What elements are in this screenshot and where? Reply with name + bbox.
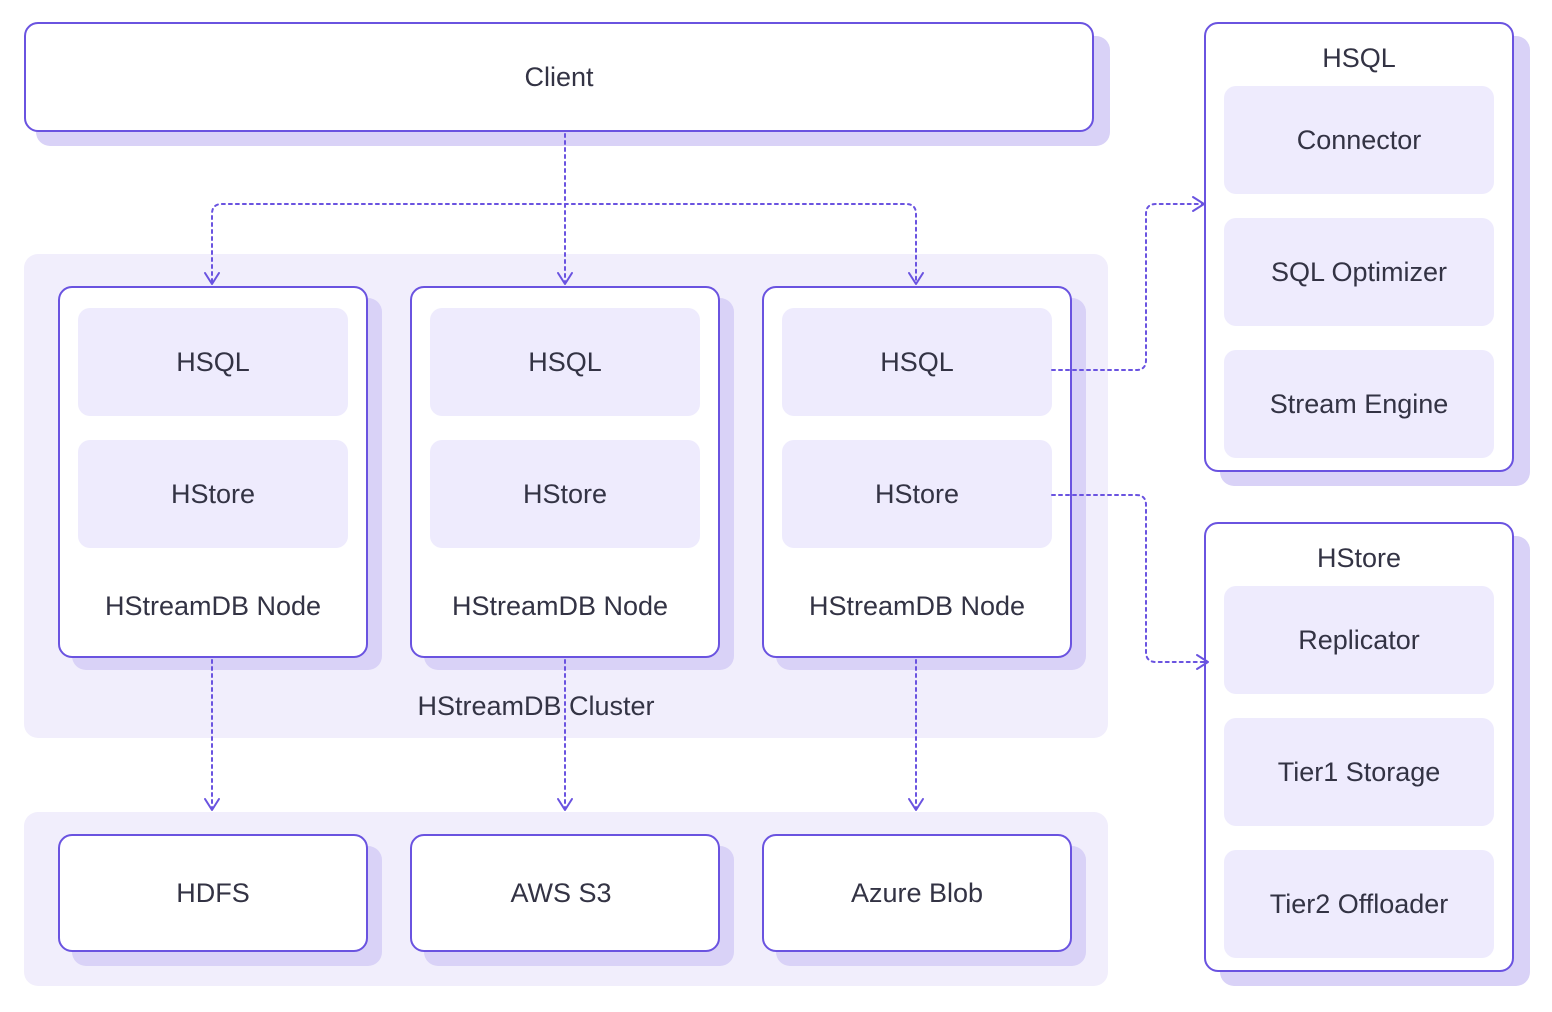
- arrowhead-icon: [204, 798, 220, 811]
- hstreamdb-node-2: HSQL HStore HStreamDB Node: [410, 286, 720, 658]
- arrowhead-icon: [1196, 654, 1209, 670]
- arrowhead-icon: [908, 798, 924, 811]
- hsql-sql-optimizer: SQL Optimizer: [1224, 218, 1494, 326]
- hsql-connector: Connector: [1224, 86, 1494, 194]
- storage-azure-blob: Azure Blob: [762, 834, 1072, 952]
- arrowhead-icon: [557, 798, 573, 811]
- arrowhead-icon: [557, 272, 573, 285]
- node-label: HStreamDB Node: [451, 590, 669, 621]
- hstore-replicator: Replicator: [1224, 586, 1494, 694]
- arrowhead-icon: [204, 272, 220, 285]
- client-label: Client: [524, 61, 594, 92]
- arrowhead-icon: [908, 272, 924, 285]
- hstore-detail-box: HStore Replicator Tier1 Storage Tier2 Of…: [1204, 522, 1514, 972]
- node-hsql-module: HSQL: [430, 308, 700, 416]
- arrowhead-icon: [1192, 196, 1205, 212]
- hstore-tier2-offloader: Tier2 Offloader: [1224, 850, 1494, 958]
- storage-aws-s3: AWS S3: [410, 834, 720, 952]
- node-hstore-module: HStore: [78, 440, 348, 548]
- node-hstore-module: HStore: [782, 440, 1052, 548]
- hsql-to-detail-line: [1051, 203, 1203, 371]
- hstreamdb-node-1: HSQL HStore HStreamDB Node: [58, 286, 368, 658]
- hstreamdb-node-3: HSQL HStore HStreamDB Node: [762, 286, 1072, 658]
- node-label: HStreamDB Node: [808, 590, 1026, 621]
- cluster-label: HStreamDB Cluster: [417, 690, 655, 721]
- hsql-detail-title: HSQL: [1322, 42, 1396, 73]
- hstore-to-detail-line: [1051, 494, 1207, 663]
- hstore-detail-title: HStore: [1316, 542, 1402, 573]
- node-hsql-module: HSQL: [78, 308, 348, 416]
- storage-hdfs: HDFS: [58, 834, 368, 952]
- node-label: HStreamDB Node: [104, 590, 322, 621]
- hsql-stream-engine: Stream Engine: [1224, 350, 1494, 458]
- hsql-detail-box: HSQL Connector SQL Optimizer Stream Engi…: [1204, 22, 1514, 472]
- client-box: Client: [24, 22, 1094, 132]
- node-hsql-module: HSQL: [782, 308, 1052, 416]
- hstore-tier1-storage: Tier1 Storage: [1224, 718, 1494, 826]
- client-branch-line: [211, 203, 917, 283]
- node-hstore-module: HStore: [430, 440, 700, 548]
